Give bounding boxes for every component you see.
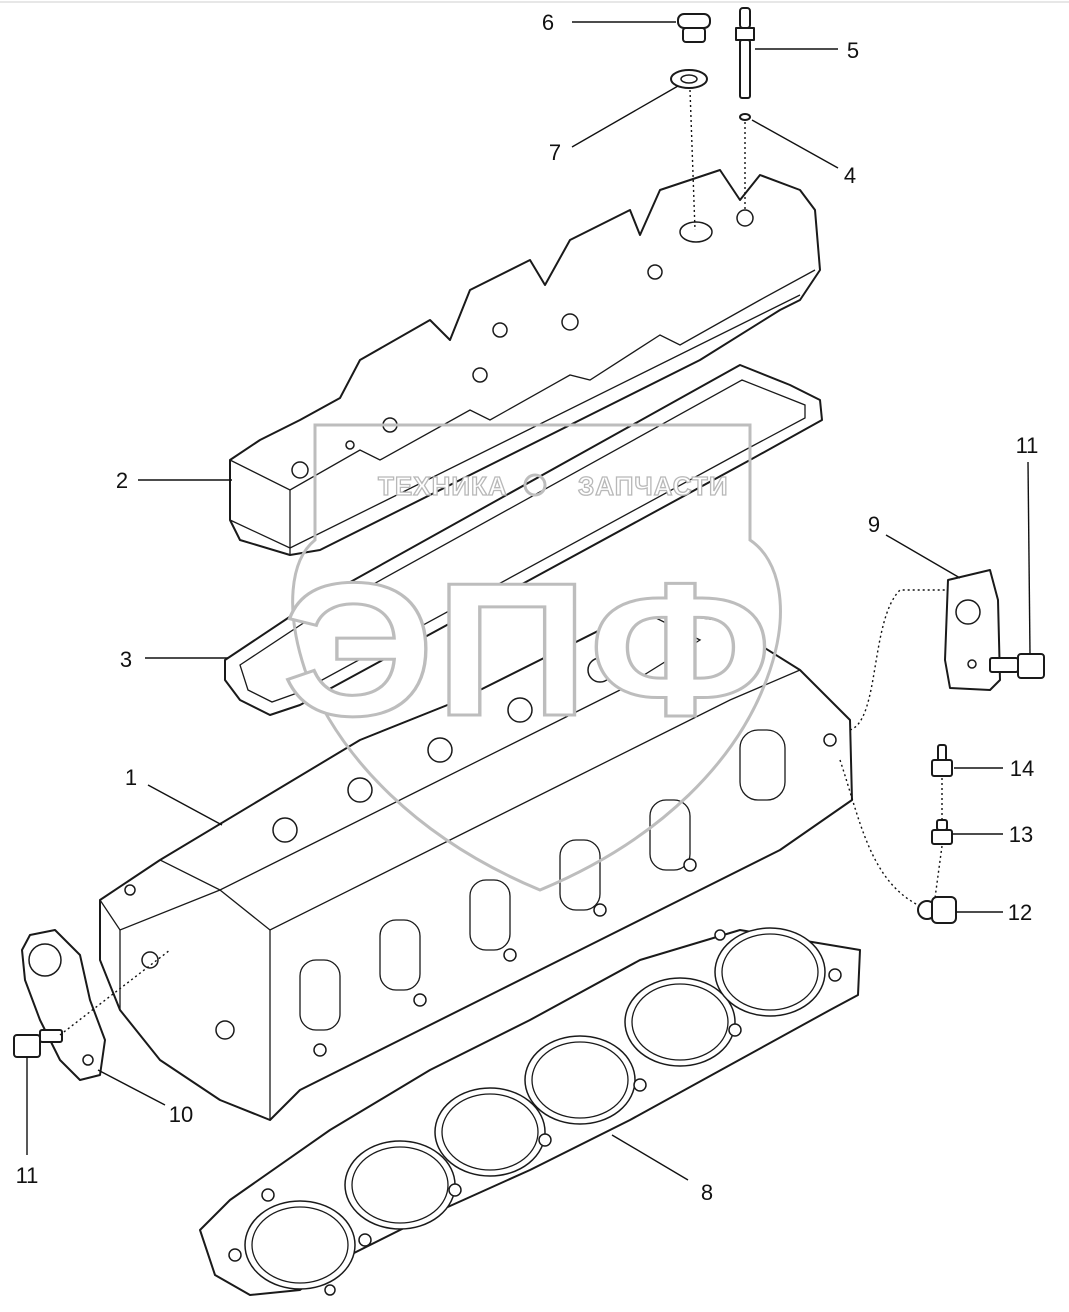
part-11-bolt-left — [13, 1029, 63, 1058]
part-12-banjo-connector — [917, 896, 957, 924]
part-10-lifting-eye — [21, 929, 106, 1081]
callout-14: 14 — [1010, 756, 1034, 781]
callout-4: 4 — [844, 163, 856, 188]
part-1-cylinder-head — [99, 609, 853, 1121]
callout-10: 10 — [169, 1102, 193, 1127]
callout-5: 5 — [847, 38, 859, 63]
callout-2: 2 — [116, 468, 128, 493]
gear-icon — [523, 473, 547, 497]
callout-1: 1 — [125, 765, 137, 790]
callout-11-left: 11 — [16, 1163, 39, 1188]
callout-9: 9 — [868, 512, 880, 537]
part-13-adapter — [931, 819, 953, 845]
watermark-logo: ТЕХНИКА ЗАПЧАСТИ ЭПФ — [281, 423, 782, 892]
callout-labels: 6 5 7 4 2 11 9 3 1 14 13 12 10 11 8 — [16, 10, 1039, 1205]
part-2-rocker-cover — [229, 169, 821, 556]
part-9-lifting-eye — [944, 569, 1001, 691]
part-5-stud — [735, 7, 755, 99]
callout-3: 3 — [120, 647, 132, 672]
watermark-brand-left: ТЕХНИКА — [378, 471, 508, 501]
callout-13: 13 — [1009, 822, 1033, 847]
part-6-oil-filler-cap — [677, 13, 711, 43]
part-4-washer — [739, 113, 751, 121]
part-3-cover-gasket — [224, 364, 823, 716]
callout-6: 6 — [542, 10, 554, 35]
callout-8: 8 — [701, 1180, 713, 1205]
callout-7: 7 — [549, 140, 561, 165]
watermark-logo-letters: ЭПФ — [282, 544, 772, 756]
leader-lines — [26, 21, 1031, 1181]
assembly-dotted-lines — [59, 89, 948, 1036]
callout-12: 12 — [1008, 900, 1032, 925]
part-7-seal-ring — [670, 69, 708, 89]
watermark-brand-right: ЗАПЧАСТИ — [578, 471, 729, 501]
callout-11-right: 11 — [1016, 433, 1039, 458]
part-8-head-gasket — [199, 927, 861, 1296]
part-14-fitting — [931, 744, 953, 777]
part-11-bolt-right — [989, 653, 1045, 679]
